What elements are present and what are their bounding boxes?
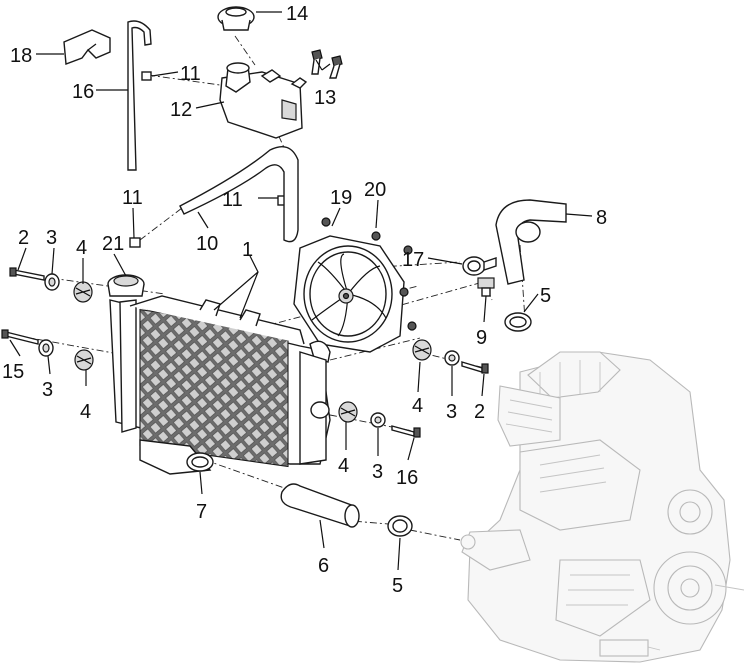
callout-10: 10: [196, 233, 218, 255]
callout-11-top: 11: [180, 63, 201, 85]
part-reservoir-hose: [179, 146, 299, 243]
callout-8: 8: [596, 207, 607, 229]
callout-21: 21: [102, 233, 124, 255]
callout-16-right: 16: [396, 467, 418, 489]
part-reservoir-bolts: [311, 49, 343, 79]
engine-illustration: [460, 351, 744, 663]
callout-17: 17: [402, 249, 424, 271]
part-lower-hose: [280, 483, 360, 528]
part-cooling-fan: [293, 235, 405, 353]
callout-2-left: 2: [18, 227, 29, 249]
callout-labels: 18 16 14 11 12 13 11 11 10 20 19 8 2 3 4…: [2, 3, 607, 597]
callout-12: 12: [170, 99, 192, 121]
callout-4-right-top: 4: [412, 395, 423, 417]
callout-5-right: 5: [540, 285, 551, 307]
part-overflow-hose: [127, 20, 152, 171]
callout-leaders: [9, 11, 593, 571]
callout-2-right: 2: [474, 401, 485, 423]
callout-6: 6: [318, 555, 329, 577]
callout-3-right-bottom: 3: [372, 461, 383, 483]
callout-5-bottom: 5: [392, 575, 403, 597]
callout-11-right: 11: [222, 189, 243, 211]
callout-16-left: 15: [2, 361, 24, 383]
part-fan-bolts: [321, 217, 417, 331]
callout-14: 14: [286, 3, 308, 25]
callout-20: 20: [364, 179, 386, 201]
part-upper-clamp: [462, 256, 497, 276]
part-coolant-reservoir: [219, 62, 308, 139]
callout-4-left-bottom: 4: [80, 401, 91, 423]
callout-9: 9: [476, 327, 487, 349]
part-radiator: [109, 295, 331, 475]
callout-13: 13: [314, 87, 336, 109]
callout-1: 1: [242, 239, 253, 261]
callout-4-left-top: 4: [76, 237, 87, 259]
part-upper-hose: [495, 199, 567, 285]
part-hose-clamps: [129, 71, 289, 248]
callout-11-left: 11: [122, 187, 143, 209]
part-reservoir-cap: [217, 6, 255, 31]
callout-7: 7: [196, 501, 207, 523]
callout-19: 19: [330, 187, 352, 209]
part-hose-rings: [387, 312, 532, 537]
part-bracket-clip: [63, 29, 111, 65]
callout-18: 18: [10, 45, 32, 67]
part-temperature-sensor: [477, 277, 495, 297]
callout-3-right-top: 3: [446, 401, 457, 423]
callout-3-left-top: 3: [46, 227, 57, 249]
callout-4-right-bottom: 4: [338, 455, 349, 477]
part-radiator-cap: [107, 274, 145, 297]
part-fasteners: [1, 267, 489, 438]
part-lower-clamp: [186, 452, 214, 472]
callout-15: 16: [72, 81, 94, 103]
callout-3-left-bottom: 3: [42, 379, 53, 401]
